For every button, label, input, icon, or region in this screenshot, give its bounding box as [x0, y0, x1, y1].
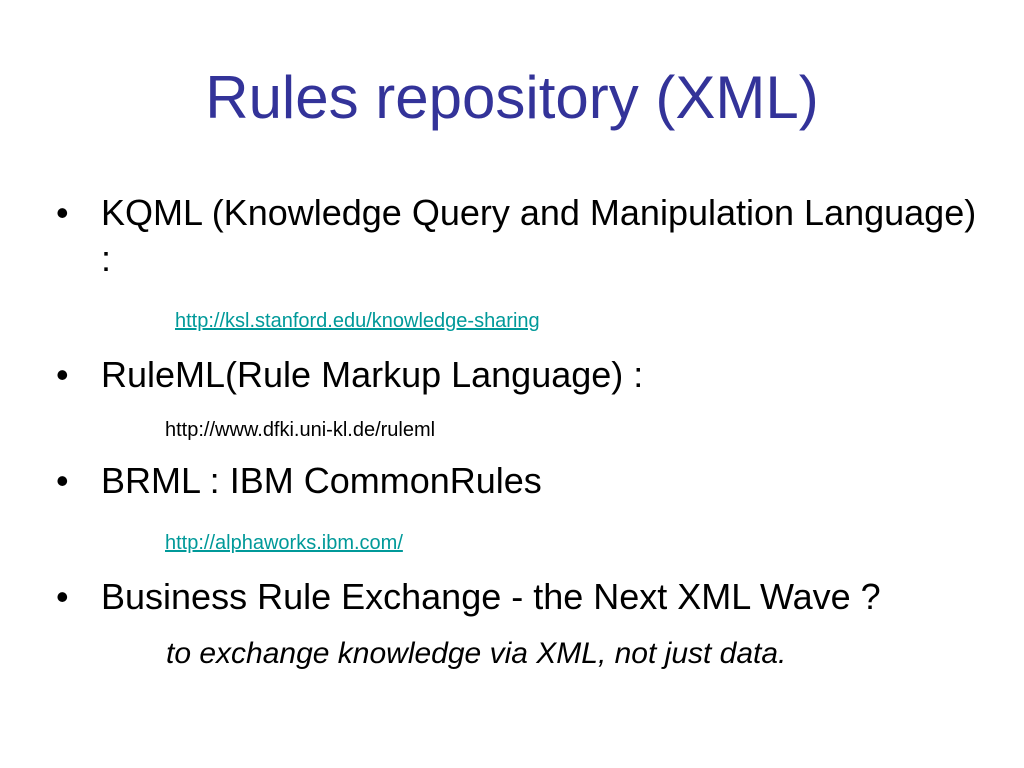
bullet-text: RuleML(Rule Markup Language) : [101, 354, 644, 395]
bullet-dot-icon: • [56, 460, 69, 501]
bullet-item-kqml: • KQML (Knowledge Query and Manipulation… [56, 190, 996, 282]
bullet-text: BRML : IBM CommonRules [101, 460, 542, 501]
bullet-dot-icon: • [56, 354, 69, 395]
bullet-item-ruleml: • RuleML(Rule Markup Language) : [56, 352, 996, 398]
kqml-link[interactable]: http://ksl.stanford.edu/knowledge-sharin… [175, 310, 540, 332]
bullet-text: Business Rule Exchange - the Next XML Wa… [101, 576, 881, 617]
ruleml-url-text: http://www.dfki.uni-kl.de/ruleml [165, 419, 436, 441]
bullet-item-brml: • BRML : IBM CommonRules [56, 458, 996, 504]
bullet-dot-icon: • [56, 576, 69, 617]
bullet-dot-icon: • [56, 192, 69, 233]
bullet-item-business-rule-exchange: • Business Rule Exchange - the Next XML … [56, 574, 996, 620]
slide-title: Rules repository (XML) [205, 64, 819, 131]
exchange-note: to exchange knowledge via XML, not just … [166, 637, 787, 670]
bullet-text: KQML (Knowledge Query and Manipulation L… [101, 192, 977, 279]
ibm-alphaworks-link[interactable]: http://alphaworks.ibm.com/ [165, 532, 403, 554]
